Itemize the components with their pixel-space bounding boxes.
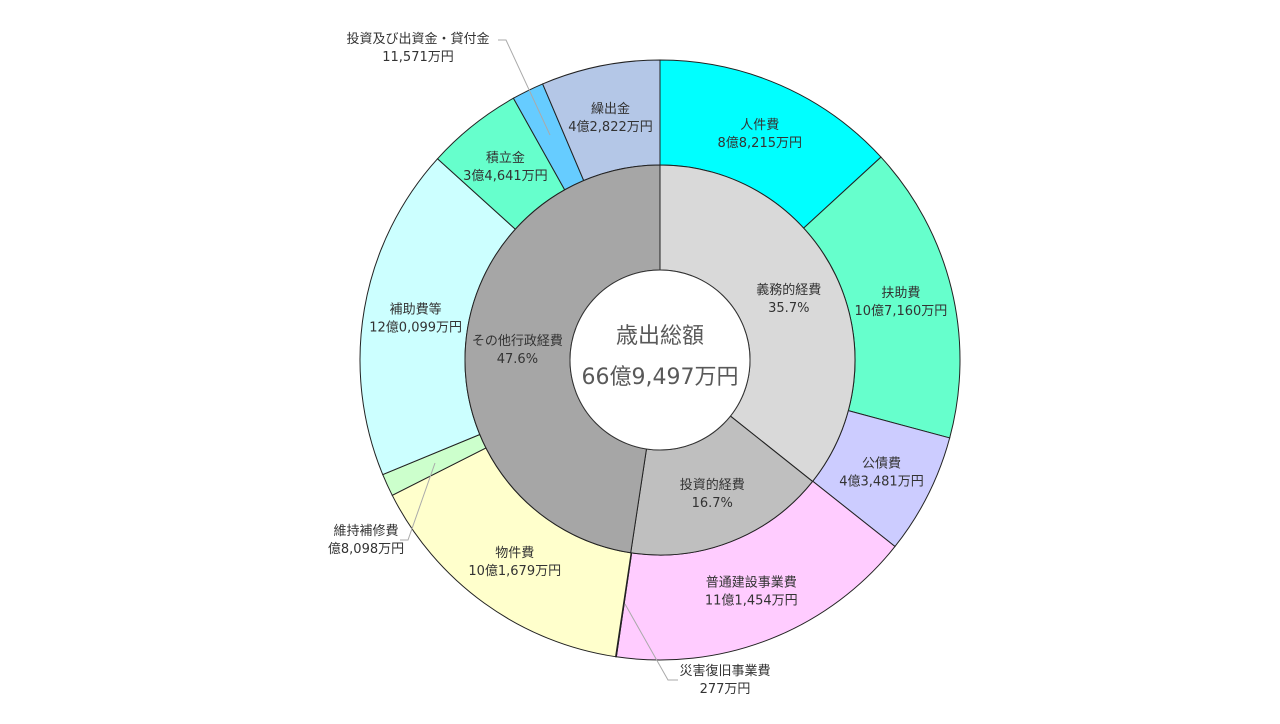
outer-label: 投資及び出資金・貸付金 — [346, 31, 489, 47]
outer-label: 億8,098万円 — [328, 541, 404, 557]
inner-label: 16.7% — [692, 496, 733, 511]
outer-label: 物件費 — [495, 546, 534, 561]
center-total: 66億9,497万円 — [582, 365, 739, 390]
outer-label: 11億1,454万円 — [705, 593, 798, 609]
outer-label: 人件費 — [740, 118, 779, 133]
inner-label: 35.7% — [768, 301, 809, 316]
outer-label: 10億1,679万円 — [468, 563, 561, 579]
leader-line — [624, 603, 678, 681]
inner-ring — [464, 164, 856, 556]
outer-label: 10億7,160万円 — [855, 303, 948, 319]
inner-label: 47.6% — [497, 352, 538, 367]
outer-label: 277万円 — [700, 682, 751, 697]
outer-label: 繰出金 — [591, 101, 630, 117]
outer-label: 災害復旧事業費 — [679, 663, 770, 679]
leader-line — [498, 39, 551, 136]
outer-label: 3億4,641万円 — [463, 168, 548, 184]
leader-line — [400, 462, 436, 541]
center-title: 歳出総額 — [616, 324, 704, 349]
inner-label: 義務的経費 — [756, 282, 821, 298]
outer-label: 8億8,215万円 — [718, 135, 803, 151]
outer-label: 普通建設事業費 — [706, 575, 797, 591]
outer-label: 12億0,099万円 — [369, 320, 462, 336]
outer-label: 維持補修費 — [333, 524, 398, 539]
outer-label: 4億2,822万円 — [568, 119, 653, 135]
outer-label: 4億3,481万円 — [839, 474, 924, 490]
outer-label: 補助費等 — [390, 302, 442, 318]
outer-label: 積立金 — [486, 150, 525, 166]
inner-label: 投資的経費 — [680, 477, 745, 493]
inner-label: その他行政経費 — [472, 334, 563, 349]
outer-label: 公債費 — [862, 457, 901, 472]
center-hole — [569, 269, 751, 451]
outer-label: 11,571万円 — [382, 50, 454, 65]
outer-label: 扶助費 — [881, 286, 920, 301]
